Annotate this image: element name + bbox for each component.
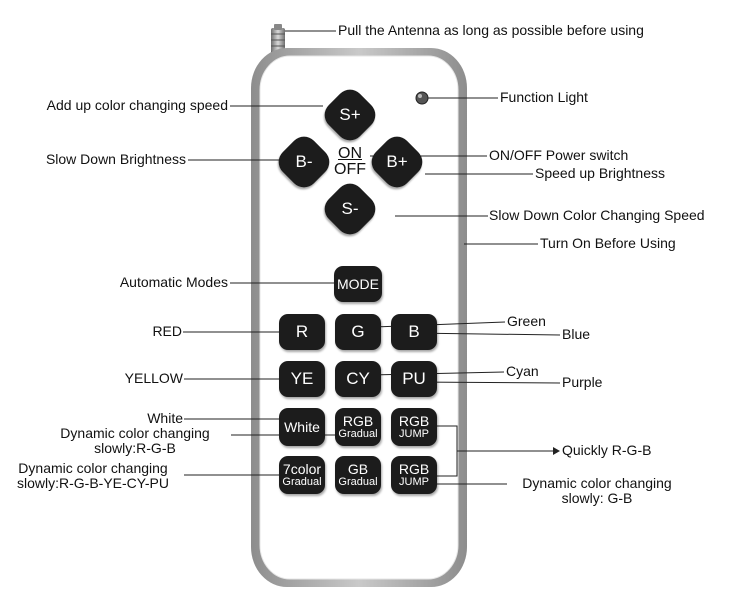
red-label: R xyxy=(295,322,309,341)
seven-color-top: 7color xyxy=(282,461,322,477)
speed-down-label: S- xyxy=(341,199,359,218)
mode-label: MODE xyxy=(337,276,379,292)
yellow-button[interactable]: YE xyxy=(279,361,325,397)
antenna-note: Pull the Antenna as long as possible bef… xyxy=(338,22,644,38)
turn-on-note: Turn On Before Using xyxy=(540,235,676,251)
seven-color-gradual-button[interactable]: 7color Gradual xyxy=(279,456,325,494)
dynamic-gb-note: Dynamic color changing slowly: G-B xyxy=(508,476,686,506)
dynamic-rgb-note: Dynamic color changing slowly:R-G-B xyxy=(40,426,230,456)
purple-label: PU xyxy=(402,369,426,388)
green-note: Green xyxy=(507,313,546,329)
dynamic-all-note: Dynamic color changing slowly:R-G-B-YE-C… xyxy=(2,461,184,491)
power-on-label: ON xyxy=(338,145,362,162)
rgb-gradual-top: RGB xyxy=(342,413,374,429)
rgb-jump-button-1[interactable]: RGB JUMP xyxy=(391,408,437,446)
speed-brightness-note: Speed up Brightness xyxy=(535,165,665,181)
white-button[interactable]: White xyxy=(279,408,325,446)
gb-bottom: Gradual xyxy=(338,476,378,488)
dynamic-gb-line2: slowly: G-B xyxy=(561,490,633,506)
cyan-note: Cyan xyxy=(506,363,539,379)
rgb-jump1-bottom: JUMP xyxy=(399,428,429,440)
dynamic-all-line1: Dynamic color changing xyxy=(18,460,168,476)
dynamic-all-line2: slowly:R-G-B-YE-CY-PU xyxy=(17,475,169,491)
rgb-jump2-top: RGB xyxy=(398,461,430,477)
brightness-up-label: B+ xyxy=(386,152,408,171)
rgb-gradual-button[interactable]: RGB Gradual xyxy=(335,408,381,446)
white-label: White xyxy=(284,419,320,435)
slow-speed-note: Slow Down Color Changing Speed xyxy=(489,207,705,223)
brightness-down-button[interactable]: B- xyxy=(272,130,336,194)
speed-down-button[interactable]: S- xyxy=(318,177,382,241)
yellow-label: YE xyxy=(290,369,314,388)
power-off-label: OFF xyxy=(334,161,366,178)
seven-color-bottom: Gradual xyxy=(282,476,322,488)
cyan-label: CY xyxy=(346,369,370,388)
rgb-jump1-top: RGB xyxy=(398,413,430,429)
dynamic-gb-line1: Dynamic color changing xyxy=(522,475,672,491)
brightness-up-button[interactable]: B+ xyxy=(365,130,429,194)
function-light-note: Function Light xyxy=(500,89,588,105)
dynamic-rgb-line2: slowly:R-G-B xyxy=(94,440,176,456)
auto-modes-note: Automatic Modes xyxy=(119,274,228,290)
gb-top: GB xyxy=(347,461,369,477)
white-note: White xyxy=(147,410,183,426)
dynamic-rgb-line1: Dynamic color changing xyxy=(60,425,210,441)
slow-brightness-note: Slow Down Brightness xyxy=(45,151,186,167)
blue-button[interactable]: B xyxy=(391,314,437,350)
quick-rgb-note: Quickly R-G-B xyxy=(562,442,652,458)
brightness-down-label: B- xyxy=(295,152,313,171)
on-off-note: ON/OFF Power switch xyxy=(489,147,629,163)
cyan-button[interactable]: CY xyxy=(335,361,381,397)
red-button[interactable]: R xyxy=(279,314,325,350)
green-label: G xyxy=(351,322,365,341)
blue-label: B xyxy=(408,322,420,341)
speed-up-label: S+ xyxy=(339,105,361,124)
mode-button[interactable]: MODE xyxy=(334,266,382,302)
function-light-indicator xyxy=(415,91,429,105)
rgb-gradual-bottom: Gradual xyxy=(338,428,378,440)
rgb-jump-button-2[interactable]: RGB JUMP xyxy=(391,456,437,494)
power-button[interactable]: ON OFF xyxy=(330,140,370,184)
rgb-jump2-bottom: JUMP xyxy=(399,476,429,488)
gb-gradual-button[interactable]: GB Gradual xyxy=(335,456,381,494)
add-speed-note: Add up color changing speed xyxy=(46,97,228,113)
blue-note: Blue xyxy=(562,326,591,342)
purple-note: Purple xyxy=(562,374,603,390)
speed-up-button[interactable]: S+ xyxy=(318,83,382,147)
red-note: RED xyxy=(152,323,182,339)
yellow-note: YELLOW xyxy=(124,370,183,386)
purple-button[interactable]: PU xyxy=(391,361,437,397)
green-button[interactable]: G xyxy=(335,314,381,350)
